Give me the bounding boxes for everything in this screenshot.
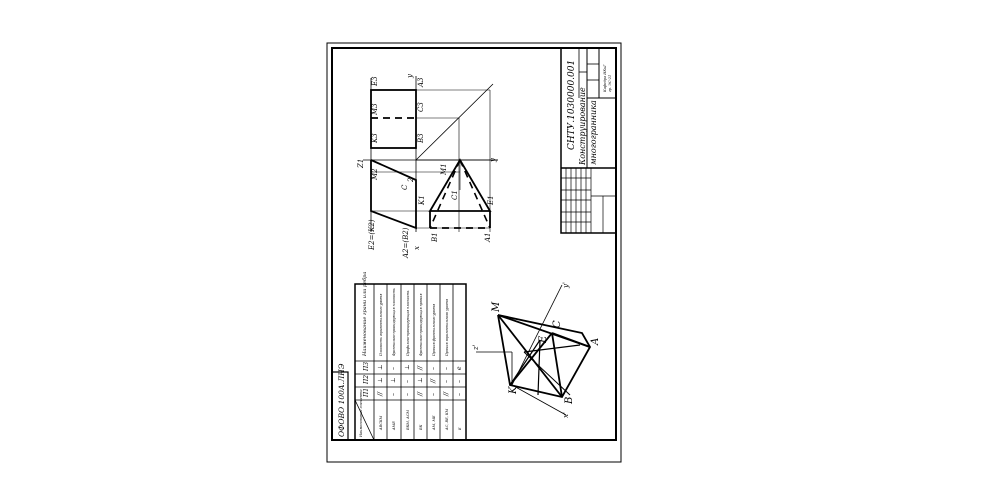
table-cell-el: ВК <box>419 424 423 431</box>
label-b3: B3 <box>417 133 425 144</box>
table-cell-el: Е <box>458 427 462 431</box>
table-cell-p1: – <box>456 393 463 396</box>
elements-table: Наименование элемента П1 П2 П3 Наименова… <box>354 272 467 441</box>
table-cell-p2: – <box>456 380 463 383</box>
label-m1: M1 <box>440 163 448 176</box>
stamp-title-line1: Конструирование <box>578 87 587 166</box>
label-z1: Z1 <box>357 159 365 169</box>
table-cell-p1: – <box>430 393 437 396</box>
table-cell-p2: // <box>430 378 437 384</box>
table-cell-p2: – <box>443 380 450 383</box>
table-header-elements: Наименование элемента <box>359 389 363 438</box>
table-cell-p1: – <box>404 393 411 396</box>
label-e1: E1 <box>487 195 495 206</box>
label-iso-b: B <box>564 397 575 405</box>
label-iso-m: M <box>491 301 502 313</box>
stamp-title-line2: многогранника <box>589 100 598 165</box>
label-c: C <box>401 184 409 190</box>
table-header-name: Наименование грани или ребра <box>361 272 368 357</box>
label-a3: A3 <box>417 77 425 88</box>
corner-code: ОФОВО 100А.ЛНЭ <box>337 363 346 437</box>
label-a2-b2: A2=(B2) <box>402 227 410 259</box>
label-iso-a: A <box>590 338 601 346</box>
table-cell-p3: – <box>390 367 397 370</box>
table-cell-el: АМ, МЕ <box>432 415 436 431</box>
top-view-triangle <box>428 158 492 212</box>
label-iso-c: C <box>552 320 563 328</box>
isometric-labels: M C E A K B z' y' x' <box>472 282 601 418</box>
label-c2: 2 <box>407 177 415 183</box>
label-x: x <box>413 246 421 250</box>
label-iso-e: E <box>538 335 549 344</box>
table-header-p3: П3 <box>363 362 370 372</box>
corner-stamp: ОФОВО 100А.ЛНЭ <box>331 363 349 441</box>
iso-axis-y <box>511 284 563 386</box>
label-c1: C1 <box>451 190 459 200</box>
stamp-small-text-1: Кафедра ИКиГ <box>603 64 607 93</box>
label-iso-z: z' <box>472 344 480 351</box>
label-b1: B1 <box>431 232 439 243</box>
table-rows: АВСКМ // ⊥ ⊥ Плоскость горизонтального уровн… <box>377 288 463 431</box>
stamp-small-text-2: гр. ЭС-21 <box>608 75 612 92</box>
table-cell-name: Профильно-проецирующая плоскость <box>406 290 410 357</box>
table-cell-p3: ⊥ <box>404 364 411 370</box>
table-cell-p1: // <box>417 391 424 397</box>
table-cell-el: АС, ВЕ, КМ <box>445 408 449 431</box>
table-cell-p3: ⊥ <box>377 364 384 370</box>
label-m3: M3 <box>371 103 379 116</box>
label-y-top: y <box>406 73 414 79</box>
orthographic-view <box>363 76 498 232</box>
table-cell-name: Фронтально-проецирующая плоскость <box>392 288 396 356</box>
table-cell-el: АМЕ <box>392 421 396 431</box>
table-cell-p3: – <box>430 367 437 370</box>
table-cell-p2: – <box>404 380 411 383</box>
label-k3: K3 <box>371 133 379 144</box>
label-y-mid: y <box>489 157 497 163</box>
table-header-p1: П1 <box>363 388 370 398</box>
table-cell-p2: ⊥ <box>377 377 384 383</box>
table-cell-name: Фронтально-проецирующая прямая <box>419 294 423 356</box>
label-iso-x: x' <box>562 412 570 418</box>
table-header-p2: П2 <box>363 375 370 385</box>
title-block: СНТУ.1030000.001 Конструирование многогр… <box>560 47 617 234</box>
table-cell-p2: ⊥ <box>417 377 424 383</box>
table-cell-p1: // <box>377 391 384 397</box>
table-cell-name: Плоскость горизонтального уровня <box>379 294 383 357</box>
label-e3: E3 <box>371 76 379 87</box>
label-a1: A1 <box>484 232 492 243</box>
profile-view-rect <box>370 89 417 149</box>
table-cell-p1: // <box>443 391 450 397</box>
table-cell-el: ВКМ, АСМ <box>406 410 410 431</box>
label-c3: C3 <box>417 102 425 112</box>
label-m2: M2 <box>371 168 379 181</box>
table-cell-p2: ⊥ <box>390 377 397 383</box>
table-cell-p3: – <box>443 367 450 370</box>
label-iso-y: y' <box>562 282 570 289</box>
constant-line <box>415 83 494 161</box>
table-cell-p3: // <box>417 365 424 371</box>
orthographic-labels: E3 M3 K3 y A3 C3 B3 Z1 y M2 C 2 M1 K1 C1… <box>357 73 497 259</box>
outer-frame <box>326 42 622 463</box>
table-cell-el: АВСКМ <box>379 415 383 431</box>
iso-axis-x <box>511 384 567 416</box>
label-e2-k2: E2=(K2) <box>368 219 376 251</box>
isometric-view <box>476 284 592 416</box>
stamp-code: СНТУ.1030000.001 <box>567 60 577 150</box>
table-cell-name: Прямая фронтального уровня <box>432 304 436 357</box>
label-iso-k: K <box>508 386 519 395</box>
iso-outline <box>497 314 592 399</box>
table-cell-p3: е <box>456 366 463 370</box>
table-cell-p1: – <box>390 393 397 396</box>
table-cell-name: Прямая горизонтального уровня <box>445 299 449 357</box>
inner-frame <box>331 47 617 441</box>
label-k1: K1 <box>418 195 426 206</box>
